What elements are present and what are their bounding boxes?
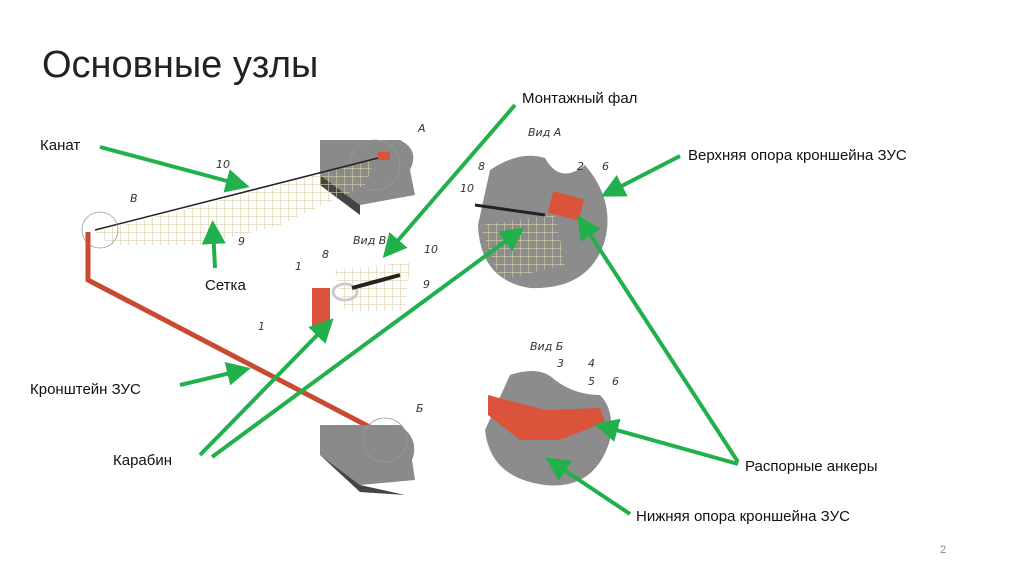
arrow-karabin-1 [198, 318, 334, 457]
arrow-karabin-2 [210, 227, 525, 459]
callout-a: А [417, 122, 426, 135]
num-8b: 8 [478, 160, 485, 173]
num-4: 4 [588, 357, 595, 370]
label-ankery: Распорные анкеры [745, 458, 878, 475]
arrow-nizh [545, 457, 632, 516]
view-v-label: Вид В [353, 234, 386, 247]
view-b-detail [485, 371, 612, 486]
num-2: 2 [577, 160, 584, 173]
lower-anchor-block [320, 417, 415, 495]
num-3: 3 [557, 357, 564, 370]
view-a-label: Вид А [528, 126, 561, 139]
bracket-zus [85, 232, 387, 438]
num-6b: 6 [612, 375, 619, 388]
num-10b: 10 [424, 243, 438, 256]
page-title: Основные узлы [42, 44, 319, 86]
net [81, 157, 379, 249]
callout-b: Б [416, 402, 424, 415]
pointer-arrows [99, 103, 740, 516]
label-montazh: Монтажный фал [522, 90, 638, 107]
label-verkh: Верхняя опора кроншейна ЗУС [688, 147, 907, 164]
page-number: 2 [940, 544, 947, 556]
arrow-kanat [99, 145, 250, 193]
num-6: 6 [602, 160, 609, 173]
label-karabin: Карабин [113, 452, 173, 469]
arrow-ankery-1 [577, 215, 740, 464]
label-setka: Сетка [205, 277, 246, 294]
label-kanat: Канат [40, 137, 81, 154]
arrow-kronshtein [179, 362, 251, 387]
arrow-setka [201, 220, 226, 269]
label-nizh: Нижняя опора кроншейна ЗУС [636, 508, 850, 525]
arrow-montazh [382, 103, 517, 259]
arrow-ankery-2 [594, 418, 739, 466]
num-9: 9 [238, 235, 245, 248]
label-kronshtein: Кронштейн ЗУС [30, 381, 141, 398]
num-1b: 1 [295, 260, 302, 273]
num-9b: 9 [423, 278, 430, 291]
arrow-verkh [600, 154, 681, 197]
num-8: 8 [322, 248, 329, 261]
num-10c: 10 [460, 182, 474, 195]
num-10: 10 [216, 158, 230, 171]
num-5: 5 [588, 375, 595, 388]
callout-v: В [130, 192, 138, 205]
view-b-label: Вид Б [530, 340, 563, 353]
view-a-detail [474, 155, 608, 289]
num-1: 1 [258, 320, 265, 333]
